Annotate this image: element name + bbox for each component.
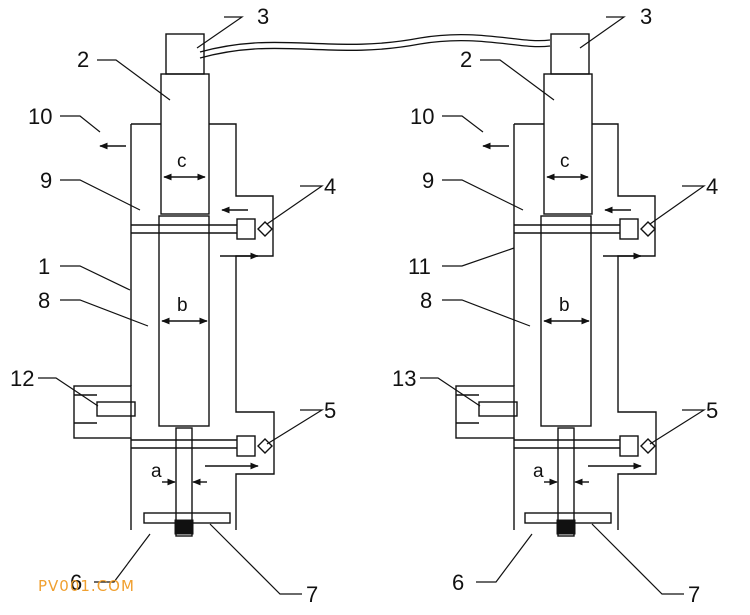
- watermark: PV001.COM: [38, 577, 135, 595]
- side-piston: [478, 401, 518, 417]
- label-10-left: 10: [28, 104, 52, 129]
- label-6-left: 6: [70, 570, 82, 595]
- right-unit: [455, 33, 657, 537]
- top-block: [550, 33, 590, 75]
- label-7-left: 7: [306, 582, 318, 607]
- dim-a-right: a: [533, 461, 544, 482]
- side-chamber: [455, 385, 515, 439]
- label-12-left: 12: [10, 366, 34, 391]
- upper-column: [543, 73, 593, 215]
- label-5-right: 5: [706, 398, 718, 423]
- label-4-left: 4: [324, 174, 336, 199]
- dim-b-right: b: [559, 295, 570, 316]
- label-8-left: 8: [38, 288, 50, 313]
- dim-a-left: a: [151, 461, 162, 482]
- label-13-right: 13: [392, 366, 416, 391]
- upper-column: [160, 73, 210, 215]
- label-1-left: 1: [38, 254, 50, 279]
- label-7-right: 7: [688, 582, 700, 607]
- right-leaders: [420, 16, 707, 595]
- lower-spindle: [175, 427, 193, 537]
- dim-c-right: c: [560, 151, 570, 172]
- lower-spindle: [557, 427, 575, 537]
- left-leaders: [38, 16, 325, 595]
- connecting-cable: [199, 34, 551, 59]
- label-5-left: 5: [324, 398, 336, 423]
- label-2-right: 2: [460, 47, 472, 72]
- label-4-right: 4: [706, 174, 718, 199]
- label-2-left: 2: [77, 47, 89, 72]
- side-piston: [96, 401, 136, 417]
- label-10-right: 10: [410, 104, 434, 129]
- label-3-left: 3: [257, 4, 269, 29]
- label-3-right: 3: [640, 4, 652, 29]
- label-9-right: 9: [422, 168, 434, 193]
- top-block: [165, 33, 205, 75]
- inner-rod: [540, 215, 592, 427]
- side-chamber: [73, 385, 132, 439]
- dim-c-left: c: [177, 151, 187, 172]
- inner-rod: [158, 215, 210, 427]
- dim-b-left: b: [177, 295, 188, 316]
- label-9-left: 9: [40, 168, 52, 193]
- label-11-right: 11: [408, 254, 431, 279]
- label-6-right: 6: [452, 570, 464, 595]
- left-unit: [73, 33, 275, 537]
- label-8-right: 8: [420, 288, 432, 313]
